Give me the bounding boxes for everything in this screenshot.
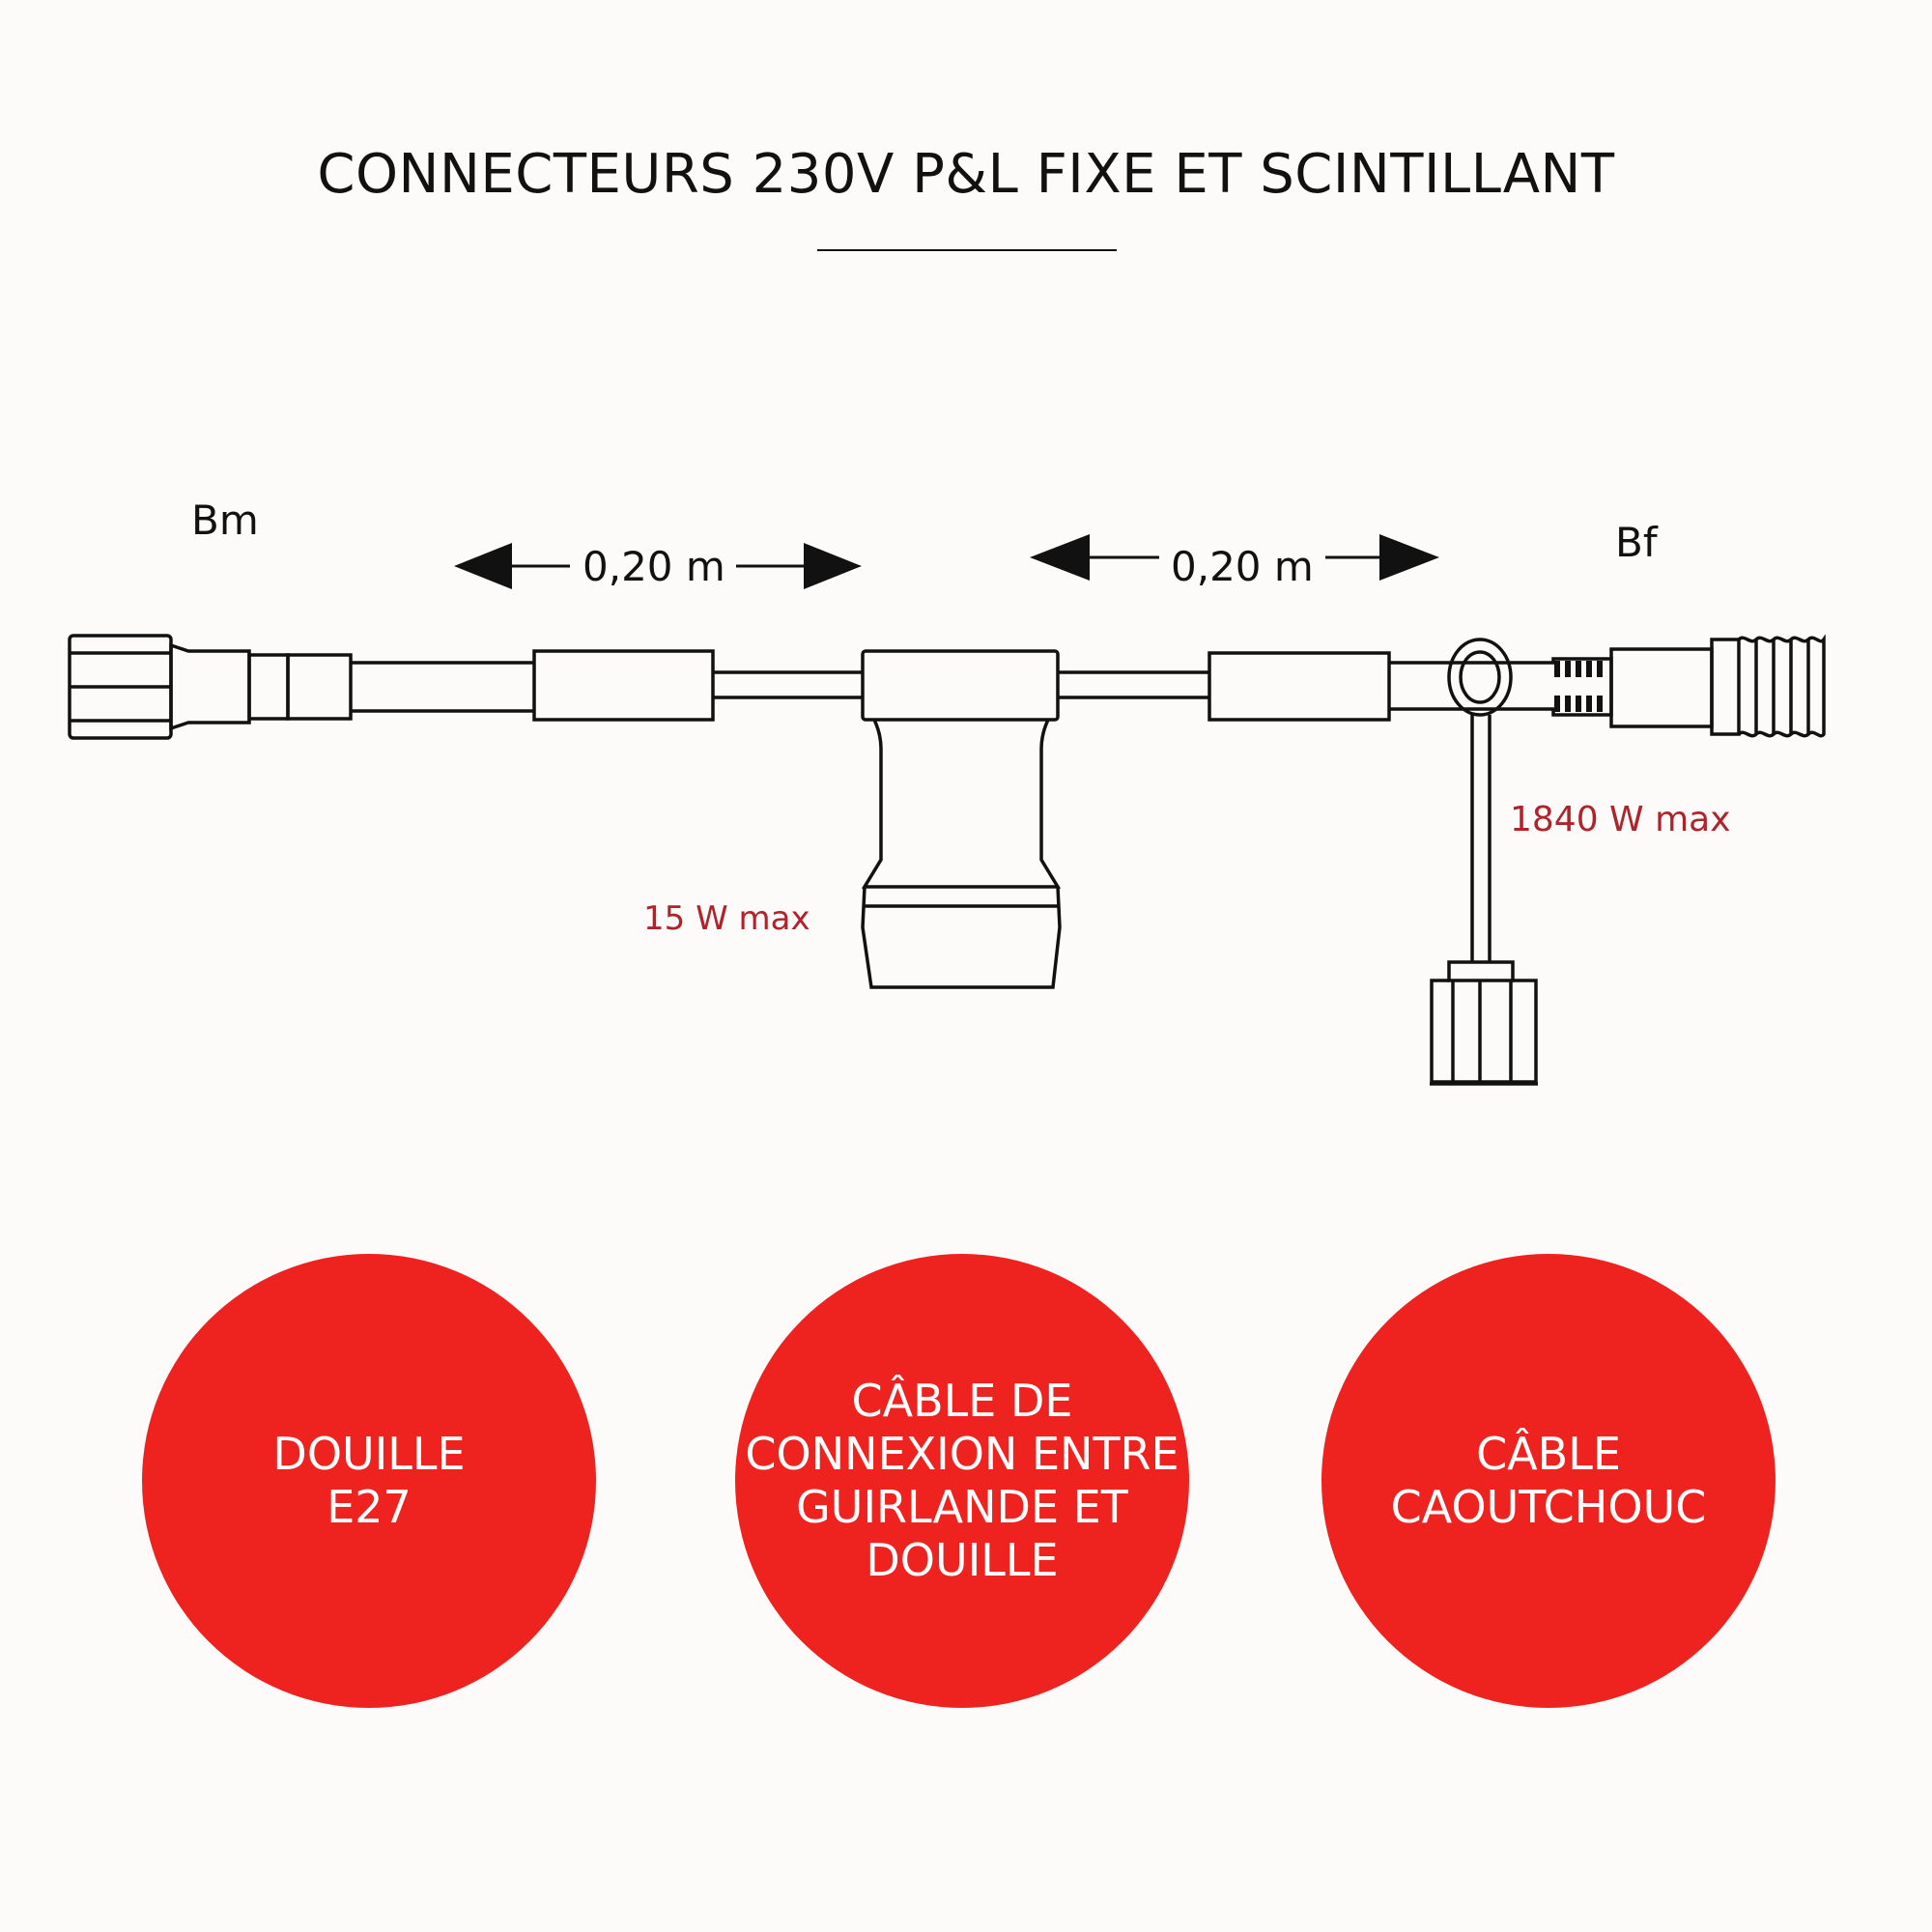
feature-circle-douille: DOUILLE E27 <box>142 1254 596 1708</box>
pin-slots <box>1554 661 1603 712</box>
sleeve-left <box>532 649 715 722</box>
label-socket-power: 15 W max <box>643 899 810 938</box>
cable-middle-right <box>1058 670 1209 699</box>
cable-right <box>1389 661 1546 711</box>
label-branch-power: 1840 W max <box>1510 800 1731 839</box>
label-bm: Bm <box>191 497 259 544</box>
title-underline <box>817 249 1117 251</box>
feature-circle-cable-connexion: CÂBLE DE CONNEXION ENTRE GUIRLANDE ET DO… <box>735 1254 1189 1708</box>
branch-end-plug <box>1430 960 1538 1086</box>
dimension-arrow-right <box>1030 534 1439 581</box>
diagram-title: CONNECTEURS 230V P&L FIXE ET SCINTILLANT <box>317 143 1615 206</box>
cable-middle-left <box>713 670 863 699</box>
female-plug-bf <box>1546 634 1826 738</box>
label-dimension-left: 0,20 m <box>582 543 725 590</box>
branch-cable <box>1470 715 1492 962</box>
label-bf: Bf <box>1615 519 1659 566</box>
sleeve-right <box>1208 651 1391 722</box>
male-plug-bm <box>68 634 353 740</box>
e27-socket <box>861 649 1062 989</box>
ring-clip <box>1447 638 1513 717</box>
dimension-arrow-left <box>454 543 862 589</box>
feature-circle-cable-caoutchouc: CÂBLE CAOUTCHOUC <box>1321 1254 1776 1708</box>
cable-left <box>351 661 534 713</box>
label-dimension-right: 0,20 m <box>1171 543 1314 590</box>
